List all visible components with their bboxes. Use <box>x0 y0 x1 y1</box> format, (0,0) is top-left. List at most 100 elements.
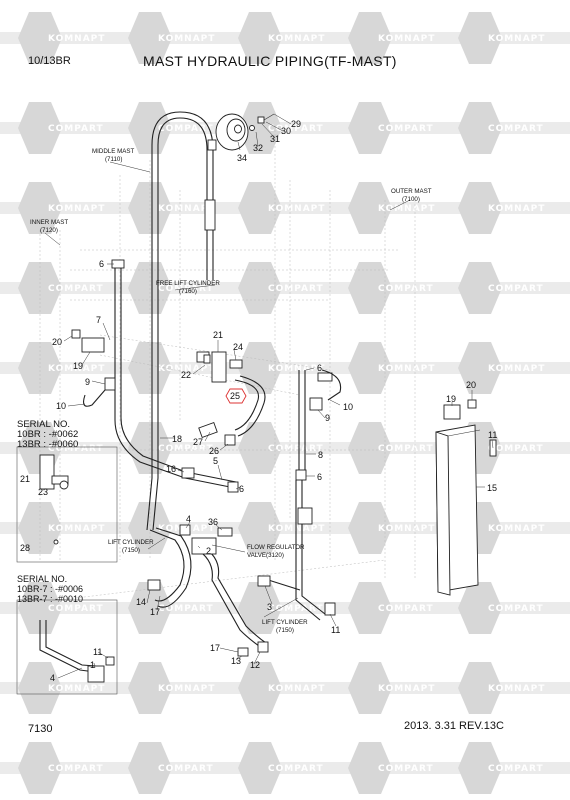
callout-30: 30 <box>281 126 291 136</box>
serial-box-2-title: SERIAL NO. <box>17 574 68 584</box>
callout-11c: 11 <box>93 647 102 657</box>
watermark-text: COMPART <box>158 124 214 134</box>
callout-31: 31 <box>270 134 280 144</box>
watermark-text: COMPART <box>268 764 324 774</box>
model-code: 10/13BR <box>28 55 71 67</box>
date-revision: 2013. 3.31 REV.13C <box>404 720 504 732</box>
watermark-hexagon <box>238 502 282 554</box>
watermark-hexagon <box>128 12 172 64</box>
watermark-text: KOMNAPT <box>378 524 435 534</box>
watermark-hexagon <box>458 582 502 634</box>
callout-6c: 6 <box>317 363 322 373</box>
watermark-hexagon <box>348 262 392 314</box>
free-lift-hose <box>234 375 266 437</box>
free-lift-cylinder-code: (7160) <box>179 288 197 295</box>
page-code: 7130 <box>28 723 53 735</box>
watermark-text: COMPART <box>158 604 214 614</box>
lift-cylinder-right-label: LIFT CYLINDER <box>262 619 308 626</box>
callout-11a: 11 <box>488 430 497 440</box>
watermark-hexagon <box>458 342 502 394</box>
watermark-text: COMPART <box>48 764 104 774</box>
watermark-text: COMPART <box>488 764 544 774</box>
serial-box-2-line2: 13BR-7 : -#0010 <box>17 594 84 604</box>
watermark-text: KOMNAPT <box>48 204 105 214</box>
pulley-assembly <box>215 113 275 151</box>
watermark-text: KOMNAPT <box>268 34 325 44</box>
callout-17a: 17 <box>150 607 160 617</box>
watermark-hexagon <box>458 182 502 234</box>
callout-5: 5 <box>213 456 218 466</box>
watermark-text: COMPART <box>48 284 104 294</box>
callout-20b: 20 <box>466 380 476 390</box>
watermark-text: COMPART <box>158 284 214 294</box>
watermark-hexagon <box>458 262 502 314</box>
watermark-hexagon <box>238 742 282 794</box>
callout-6b: 6 <box>239 484 244 494</box>
callout-32: 32 <box>253 143 263 153</box>
watermark-hexagon <box>18 742 62 794</box>
watermark-text: COMPART <box>268 124 324 134</box>
watermark-hexagon <box>18 102 62 154</box>
watermark-text: COMPART <box>378 764 434 774</box>
watermark-text: COMPART <box>378 124 434 134</box>
watermark-hexagon <box>238 582 282 634</box>
callout-26: 26 <box>209 446 219 456</box>
callout-19b: 19 <box>446 394 456 404</box>
callout-10b: 10 <box>343 402 353 412</box>
callout-18: 18 <box>172 434 182 444</box>
watermark-hexagon <box>238 102 282 154</box>
callout-7: 7 <box>96 315 101 325</box>
middle-mast-label: MIDDLE MAST <box>92 148 135 155</box>
callout-11b: 11 <box>331 625 340 635</box>
watermark-text: KOMNAPT <box>48 34 105 44</box>
watermark-hexagon <box>458 12 502 64</box>
watermark-hexagon <box>348 182 392 234</box>
watermark-hexagon <box>128 582 172 634</box>
outer-mast-code: (7100) <box>402 196 420 203</box>
watermark-text: COMPART <box>488 444 544 454</box>
watermark-text: KOMNAPT <box>48 364 105 374</box>
serial-box-2-frame <box>16 599 118 695</box>
main-hose-long <box>146 111 214 531</box>
callout-leaders <box>44 113 494 679</box>
inner-mast-code: (7120) <box>40 227 58 234</box>
watermark-text: KOMNAPT <box>268 204 325 214</box>
inner-mast-label: INNER MAST <box>30 219 68 226</box>
watermark-text: KOMNAPT <box>488 684 545 694</box>
watermark-hexagon <box>238 12 282 64</box>
callout-15: 15 <box>487 483 497 493</box>
callout-14: 14 <box>136 597 146 607</box>
callout-21s: 21 <box>20 474 30 484</box>
callout-34: 34 <box>237 153 247 163</box>
callout-25: 25 <box>230 391 240 401</box>
watermark-hexagon <box>128 742 172 794</box>
callout-8: 8 <box>318 450 323 460</box>
callout-17b: 17 <box>210 643 220 653</box>
callout-6a: 6 <box>99 259 104 269</box>
callout-2: 2 <box>206 546 211 556</box>
watermark-text: KOMNAPT <box>378 364 435 374</box>
watermark-hexagon <box>458 102 502 154</box>
watermark-text: KOMNAPT <box>378 204 435 214</box>
watermark-text: KOMNAPT <box>268 684 325 694</box>
watermark-text: KOMNAPT <box>488 524 545 534</box>
serial-box-2: SERIAL NO. 10BR-7 : -#0006 13BR-7 : -#00… <box>17 574 83 604</box>
inner-hose <box>114 265 237 489</box>
callout-13: 13 <box>231 656 241 666</box>
callout-27: 27 <box>193 437 203 447</box>
watermark-text: KOMNAPT <box>378 684 435 694</box>
lift-cylinder-right-code: (7150) <box>276 627 294 634</box>
channel-bracket <box>435 424 481 596</box>
watermark-hexagon <box>348 582 392 634</box>
flow-regulator-code: VALVE(3120) <box>247 552 284 559</box>
watermark-hexagon <box>458 742 502 794</box>
watermark-text: KOMNAPT <box>378 34 435 44</box>
watermark-text: KOMNAPT <box>488 364 545 374</box>
watermark-text: COMPART <box>488 284 544 294</box>
callout-28s: 28 <box>20 543 30 553</box>
callout-3: 3 <box>267 602 272 612</box>
serial-box-1: SERIAL NO. 10BR : -#0062 13BR : -#0060 <box>17 420 78 450</box>
serial-box-2-line1: 10BR-7 : -#0006 <box>17 584 84 594</box>
watermark-hexagon <box>348 12 392 64</box>
